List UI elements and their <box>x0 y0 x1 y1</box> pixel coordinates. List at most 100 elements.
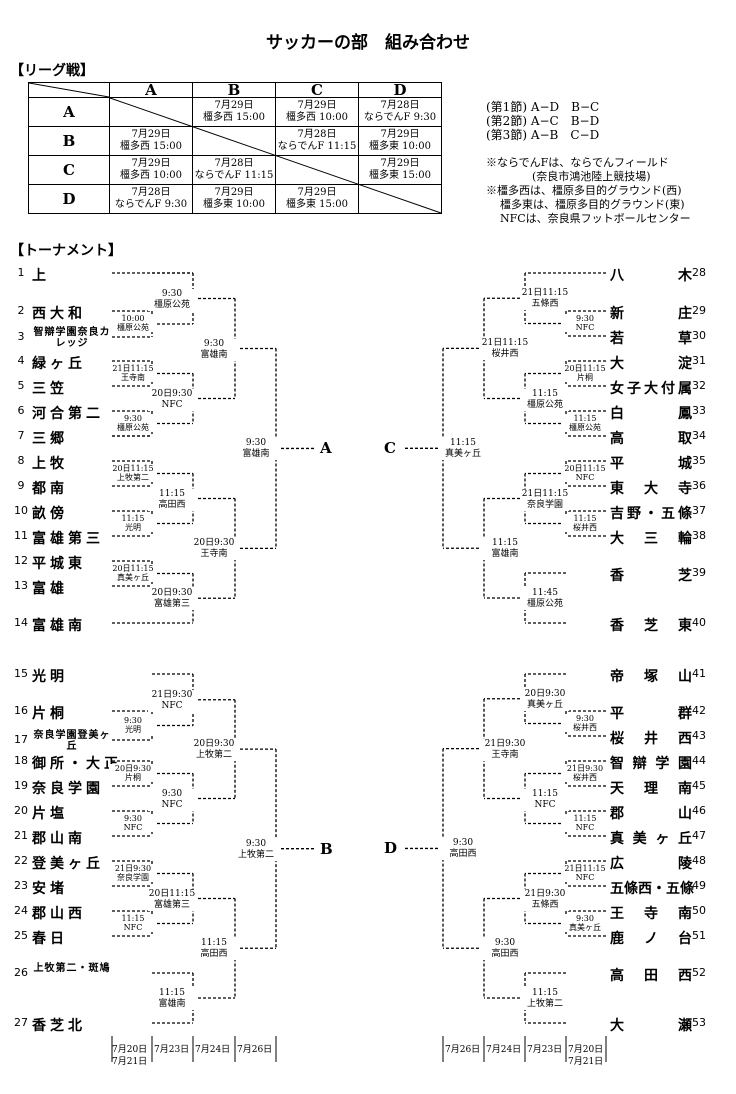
team-name: 大三輪 <box>610 531 692 547</box>
game-venue: NFC <box>123 922 143 932</box>
game-venue: 橿原公苑 <box>569 422 601 432</box>
round-line: (第1節) A−D B−C <box>486 100 600 114</box>
league-corner-cell <box>28 82 110 98</box>
game-time: 9:30 <box>124 413 142 423</box>
game-venue: 高田西 <box>158 499 186 510</box>
game-time: 9:30 <box>203 338 225 349</box>
game-venue: 桜井西 <box>573 772 597 782</box>
game-time: 9:30 <box>494 938 516 949</box>
team-number: 21 <box>14 829 28 842</box>
game-time: 21日11:15 <box>521 488 569 499</box>
team-number: 19 <box>14 779 28 792</box>
game-time: 21日9:30 <box>524 888 566 899</box>
game-time: 9:30 <box>161 788 183 799</box>
game-time: 20日9:30 <box>524 688 566 699</box>
team-name: 安堵 <box>32 881 68 897</box>
game-time: 9:30 <box>576 713 594 723</box>
team-number: 26 <box>14 966 28 979</box>
game-time: 11:15 <box>201 938 227 949</box>
game-venue: NFC <box>575 872 595 882</box>
game-time: 20日11:15 <box>148 888 196 899</box>
team-name: 広陵 <box>610 856 692 872</box>
game-venue: 高田西 <box>200 949 228 960</box>
team-name: 平城 <box>610 456 692 472</box>
game-venue: 王寺南 <box>200 549 228 560</box>
game-venue: 片桐 <box>577 372 593 382</box>
round-date: 7月26日 <box>445 1045 481 1055</box>
team-number: 13 <box>14 579 28 592</box>
team-number: 48 <box>692 854 706 867</box>
team-name: 緑ヶ丘 <box>32 356 86 372</box>
team-number: 27 <box>14 1016 28 1029</box>
team-number: 4 <box>17 354 25 367</box>
team-number: 15 <box>14 667 28 680</box>
game-time: 11:15 <box>532 788 558 799</box>
game-venue: 富雄南 <box>158 999 186 1009</box>
game-time: 11:15 <box>573 413 597 423</box>
round-date: 7月20日 <box>568 1045 604 1055</box>
team-number: 23 <box>14 879 28 892</box>
game-venue: 上牧第二 <box>117 472 149 482</box>
team-name: 三郷 <box>32 431 68 447</box>
game-venue: 片桐 <box>125 772 141 782</box>
game-venue: 富雄南 <box>491 549 519 560</box>
team-name: 郡山西 <box>32 906 86 922</box>
round-line: (第3節) A−B C−D <box>486 128 600 142</box>
game-venue: NFC <box>575 322 595 332</box>
team-name: 真美ヶ丘 <box>610 831 692 847</box>
game-venue: 富雄南 <box>200 349 228 360</box>
team-name: 高田西 <box>610 968 692 984</box>
round-date: 7月23日 <box>527 1045 563 1055</box>
game-time: 11:15 <box>450 438 476 449</box>
team-number: 28 <box>692 266 706 279</box>
game-venue: 桜井西 <box>491 349 519 360</box>
game-venue: 真美ヶ丘 <box>117 572 149 582</box>
team-number: 31 <box>692 354 706 367</box>
game-time: 9:30 <box>576 913 594 923</box>
team-number: 8 <box>17 454 25 467</box>
team-name: 香芝 <box>610 568 692 584</box>
team-number: 11 <box>14 529 28 542</box>
team-name: 河合第二 <box>32 406 104 422</box>
game-venue: 橿原公苑 <box>153 299 190 310</box>
team-name: 御所・大正 <box>32 756 122 772</box>
team-number: 35 <box>692 454 706 467</box>
game-time: 21日9:30 <box>484 738 526 749</box>
game-venue: 橿原公苑 <box>526 399 563 410</box>
game-time: 20日11:15 <box>564 463 606 473</box>
team-number: 16 <box>14 704 28 717</box>
team-number: 17 <box>14 733 28 746</box>
game-venue: 真美ヶ丘 <box>444 449 481 460</box>
game-time: 21日11:15 <box>521 288 569 299</box>
team-number: 46 <box>692 804 706 817</box>
team-number: 32 <box>692 379 706 392</box>
team-name: 平群 <box>610 706 692 722</box>
game-venue: 桜井西 <box>573 522 597 532</box>
venue-note: NFCは、奈良県フットボールセンター <box>500 212 691 225</box>
venue-notes: ※ならでんFは、ならでんフィールド (奈良市鴻池陸上競技場) ※橿多西は、橿原多… <box>486 156 691 226</box>
team-name: 畝傍 <box>32 506 68 522</box>
team-name: 郡山南 <box>32 831 86 847</box>
venue-note: ※ならでんFは、ならでんフィールド <box>486 156 669 169</box>
round-line: (第2節) A−C B−D <box>486 114 600 128</box>
game-time: 11:15 <box>573 813 597 823</box>
game-time: 9:30 <box>245 438 267 449</box>
team-name: 奈良学園 <box>32 781 104 797</box>
team-number: 6 <box>17 404 25 417</box>
